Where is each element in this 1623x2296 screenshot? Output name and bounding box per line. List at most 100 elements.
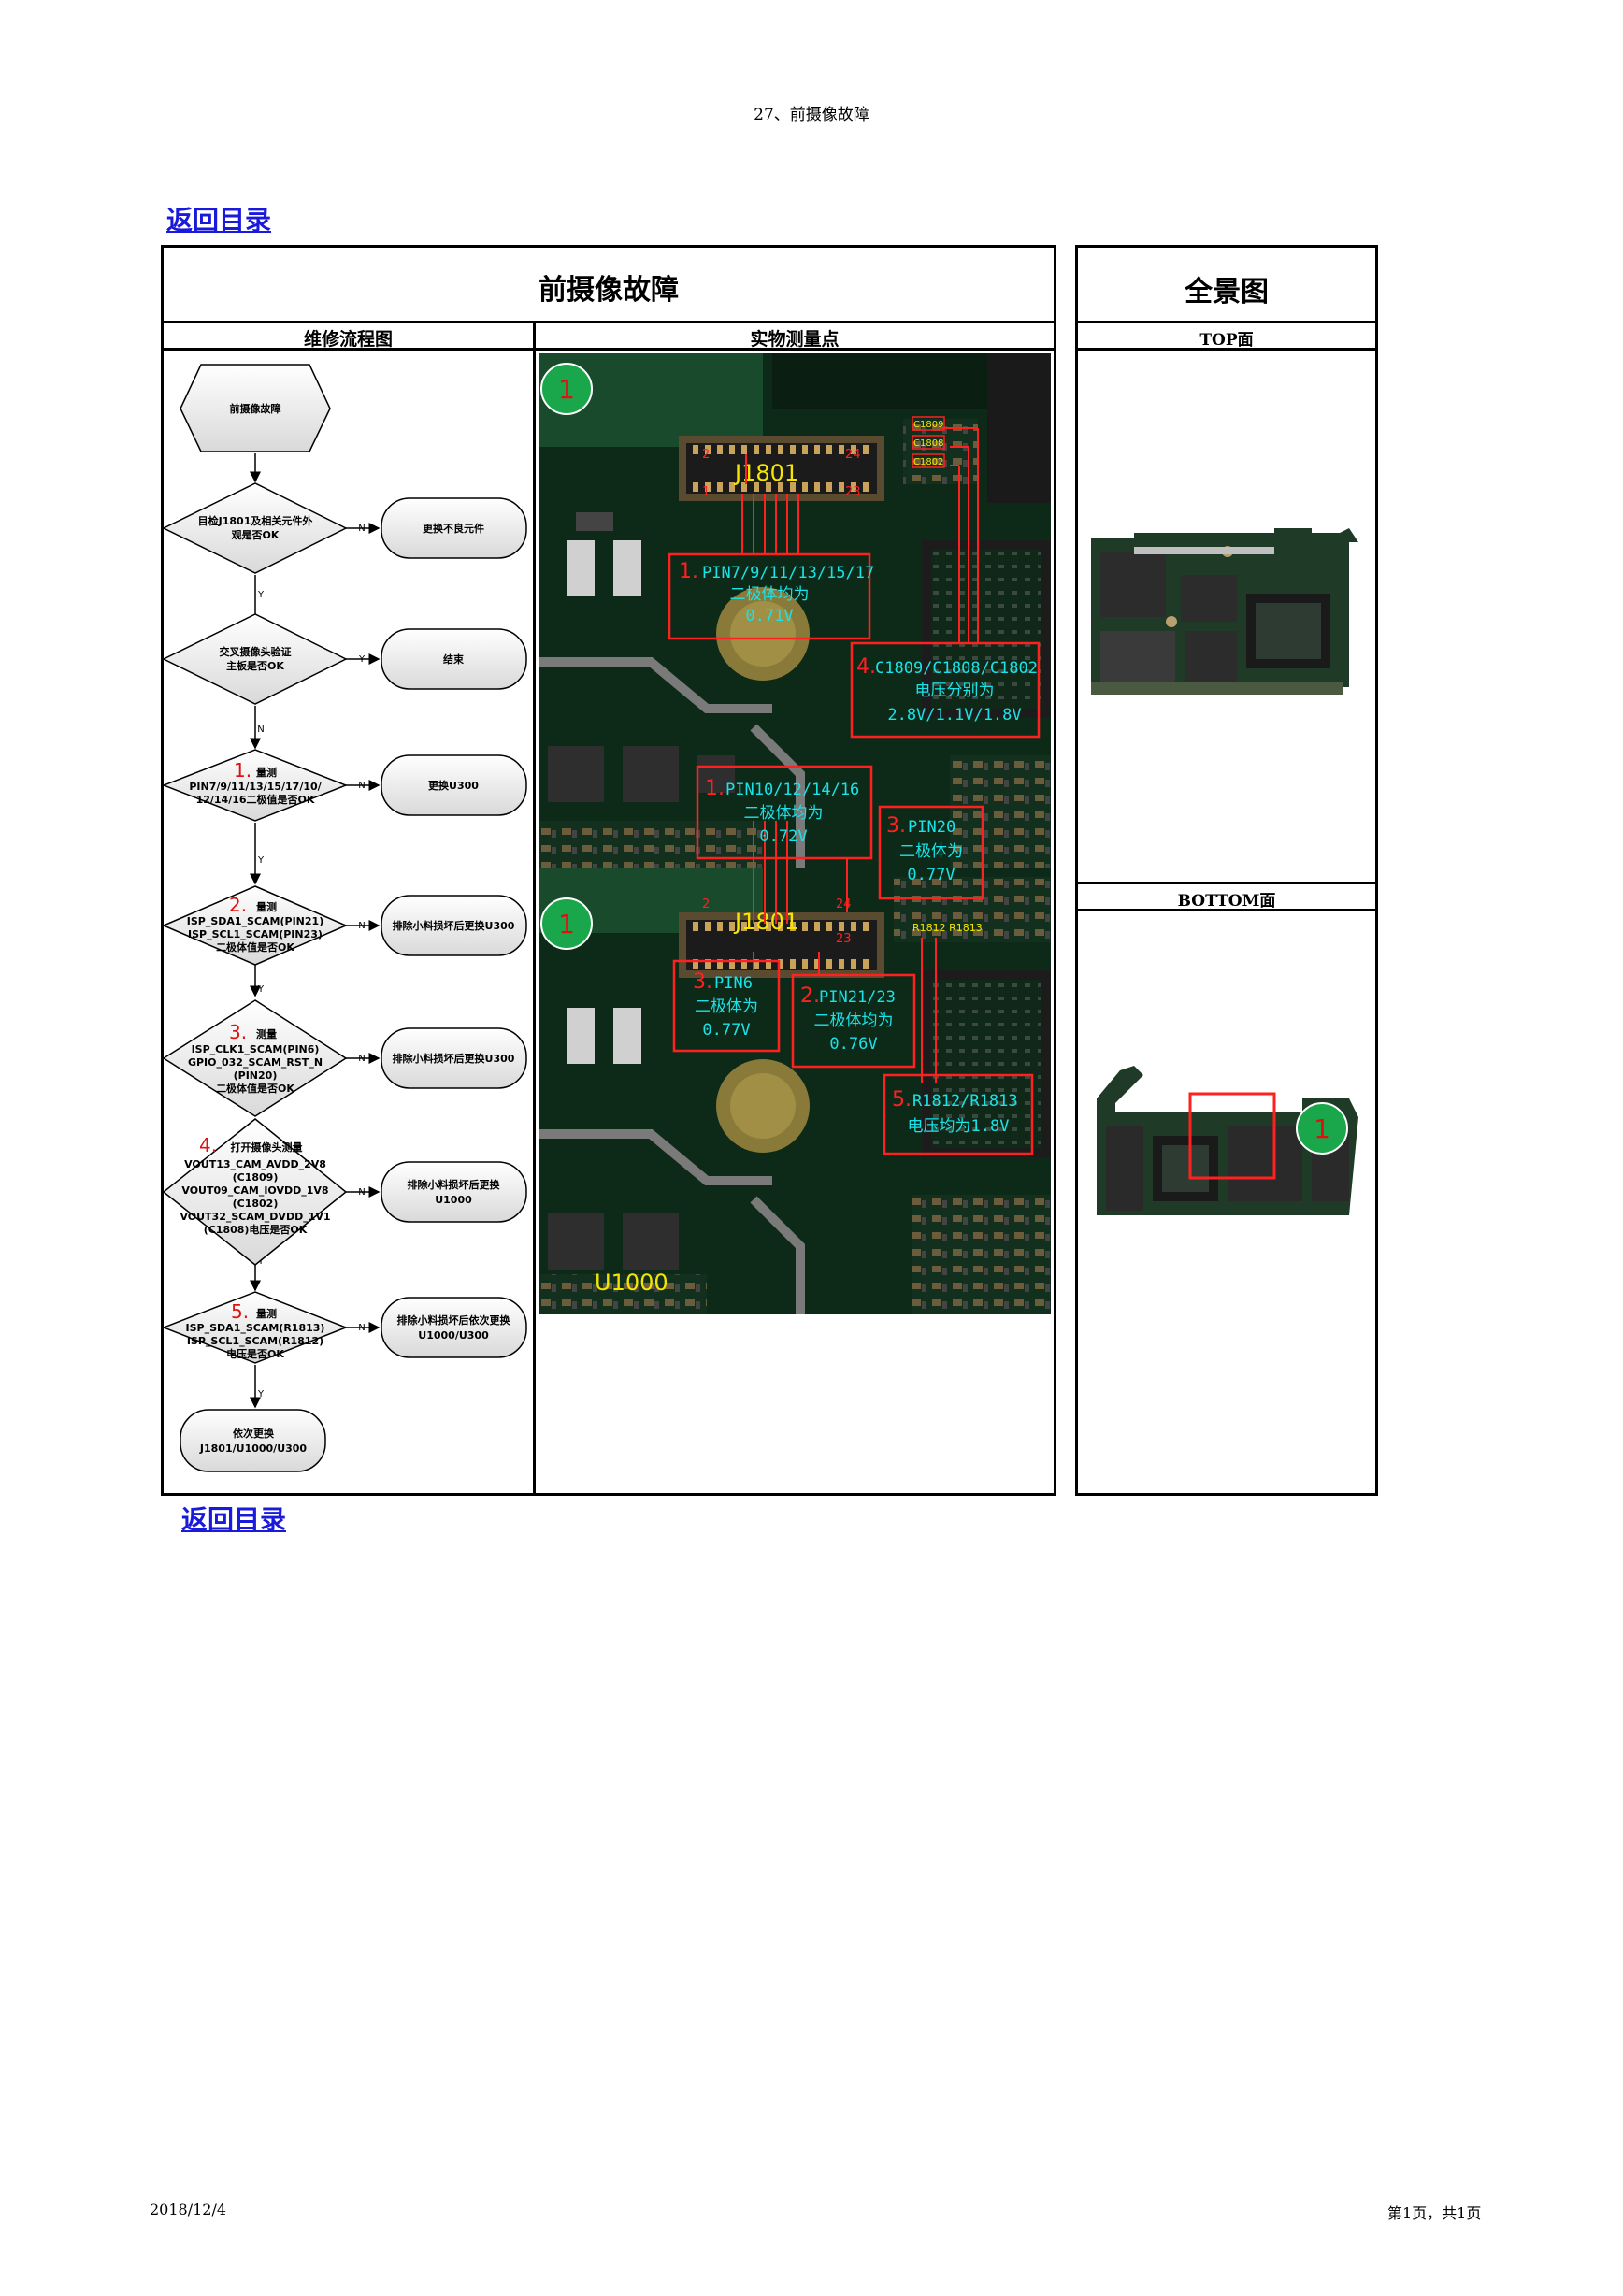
pcb-photo-bottom — [539, 868, 1051, 1314]
no-label: N — [257, 725, 264, 735]
top-header-cell: TOP面 — [1075, 321, 1378, 351]
measure-header-cell: 实物测量点 — [533, 321, 1056, 351]
flow-header: 维修流程图 — [303, 329, 393, 350]
svg-text:J1801/U1000/U300: J1801/U1000/U300 — [199, 1442, 308, 1455]
bottom-header: BOTTOM面 — [1177, 892, 1276, 911]
svg-text:(C1809): (C1809) — [233, 1171, 279, 1184]
svg-text:(PIN20): (PIN20) — [234, 1069, 278, 1082]
pin-number: 2 — [702, 448, 710, 462]
end-node: 依次更换 J1801/U1000/U300 — [180, 1409, 326, 1472]
svg-text:VOUT09_CAM_IOVDD_1V8: VOUT09_CAM_IOVDD_1V8 — [181, 1184, 328, 1197]
svg-text:4.: 4. — [856, 655, 876, 679]
footer-page-number: 第1页，共1页 — [1387, 2204, 1482, 2222]
action-replace-bad-parts: 更换不良元件 — [381, 497, 527, 559]
svg-text:PIN6: PIN6 — [714, 974, 753, 993]
action-replace-u300-after-check-2: 排除小料损坏后更换U300 — [381, 1027, 527, 1089]
flow-header-cell: 维修流程图 — [161, 321, 536, 351]
svg-text:ISP_SDA1_SCAM(R1813): ISP_SDA1_SCAM(R1813) — [186, 1322, 325, 1334]
panorama-title: 全景图 — [1185, 276, 1269, 309]
no-label: N — [358, 781, 365, 791]
svg-text:二极体值是否OK: 二极体值是否OK — [216, 1082, 294, 1095]
svg-text:12/14/16二极值是否OK: 12/14/16二极值是否OK — [196, 793, 315, 806]
svg-text:C1802: C1802 — [913, 457, 943, 467]
svg-text:3.: 3. — [693, 970, 712, 994]
svg-text:排除小料损坏后更换U300: 排除小料损坏后更换U300 — [393, 919, 515, 932]
page-header: 27、前摄像故障 — [754, 106, 869, 124]
decision-measure-pins: 1. 量测 PIN7/9/11/13/15/17/10/ 12/14/16二极值… — [164, 749, 349, 822]
start-node: 前摄像故障 — [180, 364, 331, 452]
svg-text:0.71V: 0.71V — [745, 607, 793, 625]
decision-measure-resistors: 5. 量测 ISP_SDA1_SCAM(R1813) ISP_SCL1_SCAM… — [164, 1291, 349, 1364]
panorama-title-cell: 全景图 — [1075, 245, 1378, 323]
step-badge: 1 — [540, 363, 593, 415]
svg-text:1.: 1. — [679, 560, 698, 583]
action-replace-u300: 更换U300 — [381, 754, 527, 816]
svg-text:ISP_SDA1_SCAM(PIN21): ISP_SDA1_SCAM(PIN21) — [187, 915, 323, 927]
svg-text:C1808: C1808 — [913, 438, 943, 449]
svg-text:打开摄像头测量: 打开摄像头测量 — [231, 1141, 303, 1154]
svg-text:二极体值是否OK: 二极体值是否OK — [216, 940, 294, 954]
decision-measure-i2c: 2. 量测 ISP_SDA1_SCAM(PIN21) ISP_SCL1_SCAM… — [164, 885, 348, 966]
connector-label: J1801 — [733, 460, 798, 486]
svg-text:二极体均为: 二极体均为 — [814, 1012, 894, 1030]
annotation-pin7: 1. PIN7/9/11/13/15/17 二极体均为 0.71V — [668, 552, 874, 640]
annotation-pin21: 2. PIN21/23 二极体均为 0.76V — [791, 973, 916, 1069]
svg-text:交叉摄像头验证: 交叉摄像头验证 — [220, 645, 292, 658]
annotation-caps-voltage: 4. C1809/C1808/C1802 电压分别为 2.8V/1.1V/1.8… — [850, 641, 1041, 739]
annotation-pin10: 1. PIN10/12/14/16 二极体均为 0.72V — [696, 765, 873, 860]
svg-text:PIN10/12/14/16: PIN10/12/14/16 — [725, 781, 859, 799]
svg-text:0.77V: 0.77V — [907, 866, 955, 884]
svg-text:二极体为: 二极体为 — [899, 842, 963, 861]
svg-text:PIN21/23: PIN21/23 — [819, 988, 896, 1007]
svg-text:测量: 测量 — [256, 1027, 277, 1040]
svg-text:4.: 4. — [199, 1134, 217, 1156]
annotation-pin20: 3. PIN20 二极体为 0.77V — [878, 805, 984, 900]
svg-text:1.: 1. — [234, 759, 251, 782]
svg-text:量测: 量测 — [256, 900, 277, 913]
svg-text:(C1802): (C1802) — [233, 1198, 279, 1210]
svg-text:5.: 5. — [231, 1300, 249, 1323]
svg-text:更换不良元件: 更换不良元件 — [423, 522, 484, 535]
yes-label: Y — [257, 984, 265, 995]
annotation-pin6: 3. PIN6 二极体为 0.77V — [672, 959, 781, 1053]
svg-text:ISP_SCL1_SCAM(PIN23): ISP_SCL1_SCAM(PIN23) — [188, 928, 323, 940]
svg-text:2.: 2. — [800, 984, 820, 1008]
svg-text:GPIO_032_SCAM_RST_N: GPIO_032_SCAM_RST_N — [188, 1056, 323, 1069]
svg-text:主板是否OK: 主板是否OK — [226, 659, 284, 672]
svg-text:1.: 1. — [705, 777, 725, 800]
decision-cross-verify: 交叉摄像头验证 主板是否OK — [164, 613, 348, 705]
capacitor-labels: C1809 C1808 C1802 — [912, 416, 945, 468]
pin-number: 2 — [702, 897, 710, 911]
pin-number: 1 — [702, 485, 710, 499]
back-to-contents-link[interactable]: 返回目录 — [166, 205, 272, 236]
decision-measure-voltages: 4. 打开摄像头测量 VOUT13_CAM_AVDD_2V8 (C1809) V… — [164, 1118, 348, 1266]
svg-text:前摄像故障: 前摄像故障 — [230, 402, 281, 415]
svg-text:电压均为1.8V: 电压均为1.8V — [908, 1117, 1010, 1136]
top-view-board — [1091, 528, 1358, 695]
svg-text:电压是否OK: 电压是否OK — [226, 1347, 284, 1360]
bottom-header-cell: BOTTOM面 — [1075, 882, 1378, 911]
step-badge: 1 — [540, 897, 593, 950]
svg-text:二极体均为: 二极体均为 — [744, 804, 824, 823]
yes-label: Y — [257, 590, 265, 600]
back-to-contents-link[interactable]: 返回目录 — [181, 1504, 287, 1535]
no-label: N — [358, 1187, 365, 1198]
resistor-labels: R1812 R1813 — [912, 922, 983, 934]
svg-text:3.: 3. — [886, 814, 906, 838]
action-replace-u1000: 排除小料损坏后更换 U1000 — [381, 1161, 527, 1223]
svg-text:目检J1801及相关元件外: 目检J1801及相关元件外 — [198, 514, 313, 527]
step-badge: 1 — [1296, 1102, 1348, 1155]
svg-text:R1812/R1813: R1812/R1813 — [912, 1092, 1018, 1111]
svg-text:排除小料损坏后依次更换: 排除小料损坏后依次更换 — [397, 1313, 511, 1327]
svg-text:ISP_CLK1_SCAM(PIN6): ISP_CLK1_SCAM(PIN6) — [192, 1043, 320, 1055]
svg-text:依次更换: 依次更换 — [233, 1427, 275, 1440]
svg-text:2.: 2. — [229, 894, 247, 916]
svg-text:PIN7/9/11/13/15/17/10/: PIN7/9/11/13/15/17/10/ — [189, 781, 322, 793]
decision-visual-check: 目检J1801及相关元件外 观是否OK — [164, 482, 348, 574]
svg-text:排除小料损坏后更换U300: 排除小料损坏后更换U300 — [393, 1052, 515, 1065]
svg-text:U1000: U1000 — [435, 1194, 472, 1206]
annotation-resistors: 5. R1812/R1813 电压均为1.8V — [883, 1073, 1034, 1155]
svg-text:1: 1 — [558, 909, 575, 940]
chip-label: U1000 — [595, 1270, 668, 1296]
pin-number: 24 — [836, 897, 852, 911]
